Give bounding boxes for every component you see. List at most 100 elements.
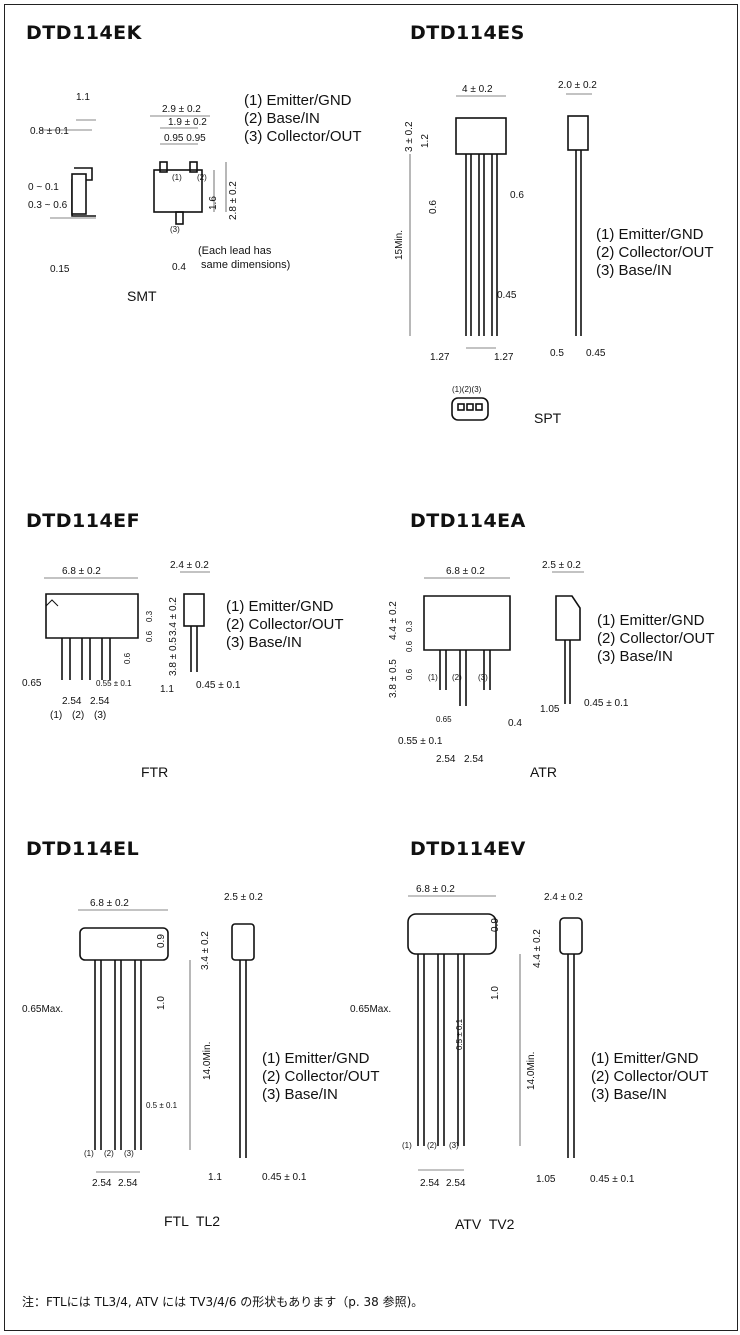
dim-label: (1) — [84, 1149, 94, 1158]
dim-label: 0.8 ± 0.1 — [30, 126, 69, 137]
dim-label: 1.9 ± 0.2 — [168, 117, 207, 128]
dim-label: (2) — [427, 1141, 437, 1150]
ftl-side-body — [231, 923, 255, 961]
dim-label: 6.8 ± 0.2 — [90, 898, 129, 909]
dim-label: 1.0 — [490, 986, 501, 1000]
dim-label: 0.4 — [172, 262, 186, 273]
dim-label: 0.45 ± 0.1 — [262, 1172, 307, 1183]
pin-1: (1) Emitter/GND — [262, 1050, 370, 1067]
pin-3: (3) Base/IN — [591, 1086, 667, 1103]
dim-label: (3) — [94, 710, 106, 721]
dim-label: 0.45 ± 0.1 — [196, 680, 241, 691]
pkg-label-ftr: FTR — [141, 764, 169, 780]
dim-label: 0.5 — [550, 348, 564, 359]
atv-side-body — [559, 917, 583, 955]
dim-label: 0.65Max. — [350, 1004, 391, 1015]
lead-note: (Each lead has same dimensions) — [198, 245, 291, 271]
spt-body — [455, 117, 507, 155]
dim-label: 4.4 ± 0.2 — [532, 929, 543, 968]
dim-label: 0.65 — [436, 715, 452, 724]
dim-label: (1) — [172, 173, 182, 182]
dim-label: 14.0Min. — [202, 1042, 213, 1080]
title-smt: DTD114EK — [26, 22, 142, 44]
pinlist-ftr: (1) Emitter/GND (2) Collector/OUT (3) Ba… — [226, 598, 344, 652]
atr-side-body — [555, 595, 581, 641]
pkg-label-atv: ATV TV2 — [455, 1216, 515, 1232]
dim-label: 0.55 ± 0.1 — [96, 679, 132, 688]
pkg-label-smt: SMT — [127, 288, 157, 304]
pin-2: (2) Collector/OUT — [226, 616, 344, 633]
dim-label: (2) — [104, 1149, 114, 1158]
dim-label: (3) — [124, 1149, 134, 1158]
pin-2: (2) Collector/OUT — [597, 630, 715, 647]
dim-label: 1.0 — [156, 996, 167, 1010]
dim-label: 0.4 — [508, 718, 522, 729]
dim-label: 0.3 ~ 0.6 — [28, 200, 68, 211]
dim-label: 0.45 — [586, 348, 606, 359]
dim-label: 2.54 — [420, 1178, 440, 1189]
dim-label: 2.54 — [446, 1178, 466, 1189]
dim-label: 0.6 — [123, 652, 132, 664]
title-atv: DTD114EV — [410, 838, 526, 860]
dim-label: 2.54 — [92, 1178, 112, 1189]
drawing-smt: 1.1 0.8 ± 0.1 2.9 ± 0.2 1.9 ± 0.2 0.95 0… — [28, 92, 239, 275]
dim-label: (1) — [402, 1141, 412, 1150]
dim-label: 2.0 ± 0.2 — [558, 80, 597, 91]
dim-label: 2.54 — [118, 1178, 138, 1189]
drawing-ftl: 6.8 ± 0.2 2.5 ± 0.2 0.9 3.4 ± 0.2 1.0 0.… — [22, 892, 307, 1189]
smt-side-body — [71, 173, 87, 215]
pin-1: (1) Emitter/GND — [591, 1050, 699, 1067]
drawing-atr: 6.8 ± 0.2 2.5 ± 0.2 4.4 ± 0.2 0.3 0.6 3.… — [388, 560, 629, 765]
dim-label: 1.27 — [494, 352, 514, 363]
dim-label: 0.15 — [50, 264, 70, 275]
dim-label: 0.45 ± 0.1 — [584, 698, 629, 709]
drawing-spt: 4 ± 0.2 2.0 ± 0.2 3 ± 0.2 1.2 0.6 0.6 15… — [394, 80, 606, 421]
dim-label: 3.8 ± 0.5 — [168, 637, 179, 676]
pin-3: (3) Base/IN — [597, 648, 673, 665]
dim-label: 2.5 ± 0.2 — [224, 892, 263, 903]
dim-label: 1.2 — [420, 134, 431, 148]
dim-label: 4 ± 0.2 — [462, 84, 493, 95]
dim-label: 1.1 — [76, 92, 90, 103]
dim-label: 6.8 ± 0.2 — [446, 566, 485, 577]
pinlist-ftl: (1) Emitter/GND (2) Collector/OUT (3) Ba… — [262, 1050, 380, 1104]
pin-1: (1) Emitter/GND — [244, 92, 352, 109]
dim-label: 0.45 ± 0.1 — [590, 1174, 635, 1185]
dim-label: 0.5 ± 0.1 — [455, 1018, 464, 1050]
dim-label: 3.8 ± 0.5 — [388, 659, 399, 698]
pinlist-atr: (1) Emitter/GND (2) Collector/OUT (3) Ba… — [597, 612, 715, 666]
drawing-ftr: 6.8 ± 0.2 2.4 ± 0.2 0.3 3.4 ± 0.2 0.6 3.… — [22, 560, 241, 721]
dim-label: 1.05 — [536, 1174, 556, 1185]
dim-label: 0.5 ± 0.1 — [146, 1101, 178, 1110]
dim-label: (1)(2)(3) — [452, 385, 482, 394]
dim-label: 2.9 ± 0.2 — [162, 104, 201, 115]
dim-label: 0.3 — [405, 620, 414, 632]
pin-2: (2) Base/IN — [244, 110, 320, 127]
dim-label: 0.9 — [490, 918, 501, 932]
dim-label: 0.65 — [22, 678, 42, 689]
dim-label: (2) — [72, 710, 84, 721]
dim-label: (3) — [449, 1141, 459, 1150]
dim-label: 0.9 — [156, 934, 167, 948]
dim-label: 0 ~ 0.1 — [28, 182, 59, 193]
title-spt: DTD114ES — [410, 22, 525, 44]
ftl-body — [79, 927, 169, 961]
pin-1: (1) Emitter/GND — [226, 598, 334, 615]
dim-label: 3.4 ± 0.2 — [168, 597, 179, 636]
pin-3: (3) Base/IN — [262, 1086, 338, 1103]
dim-label: (2) — [197, 173, 207, 182]
pinlist-spt: (1) Emitter/GND (2) Collector/OUT (3) Ba… — [596, 226, 714, 280]
pin-1: (1) Emitter/GND — [597, 612, 705, 629]
dim-label: 15Min. — [394, 230, 405, 260]
drawing-atv: 6.8 ± 0.2 2.4 ± 0.2 0.9 4.4 ± 0.2 1.0 0.… — [350, 884, 635, 1189]
pkg-label-atr: ATR — [530, 764, 557, 780]
dim-label: 4.4 ± 0.2 — [388, 601, 399, 640]
pin-2: (2) Collector/OUT — [591, 1068, 709, 1085]
pinlist-smt: (1) Emitter/GND (2) Base/IN (3) Collecto… — [244, 92, 362, 146]
dim-label: 2.8 ± 0.2 — [228, 181, 239, 220]
dim-label: (3) — [170, 225, 180, 234]
pin-2: (2) Collector/OUT — [596, 244, 714, 261]
dim-label: 2.54 — [464, 754, 484, 765]
dim-label: 0.3 — [145, 610, 154, 622]
